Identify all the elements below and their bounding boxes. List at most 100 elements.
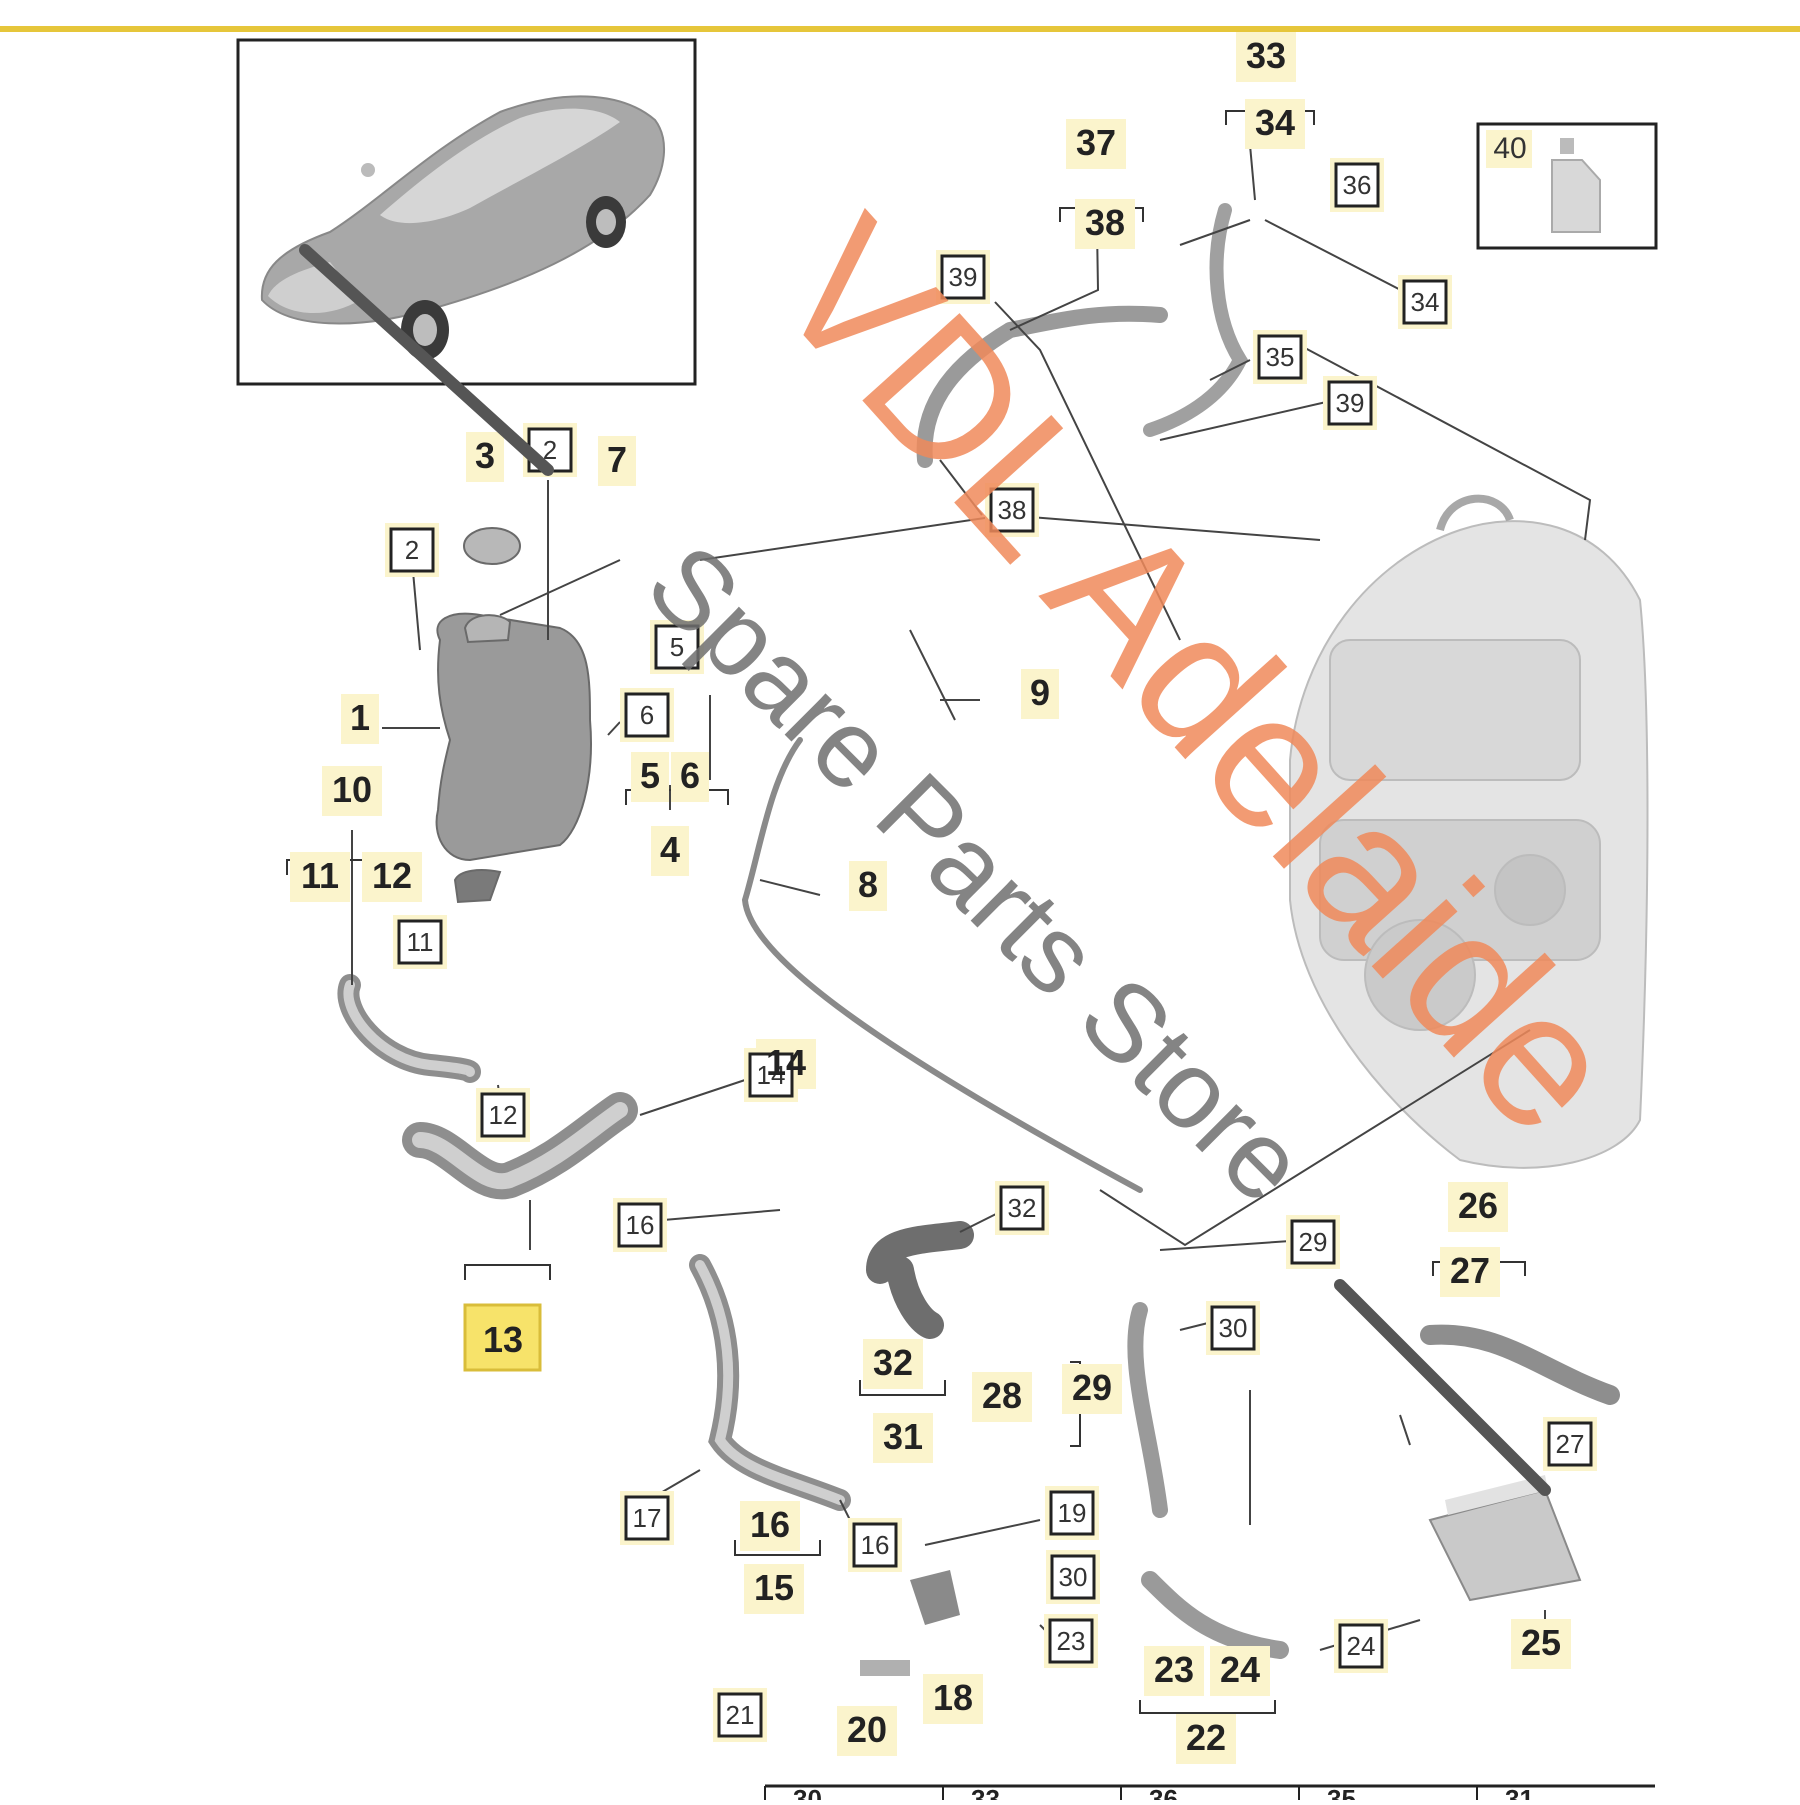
watermark-slash-left [299,244,554,476]
callout-number: 38 [998,495,1027,525]
part-number-9[interactable]: 9 [1030,672,1050,713]
callout-box-38[interactable]: 38 [985,483,1039,537]
callout-frame [1257,334,1303,380]
part-number-15[interactable]: 15 [754,1567,794,1608]
plain-halo-25 [1511,1619,1571,1669]
part-number-34[interactable]: 34 [1255,102,1295,143]
callout-frame [1050,1554,1096,1600]
part-number-10[interactable]: 10 [332,769,372,810]
callout-box-16[interactable]: 16 [848,1518,902,1572]
callout-box-6[interactable]: 6 [620,688,674,742]
part-number-1[interactable]: 1 [350,697,370,738]
boxed-callouts: 2261112161716145393634353938322930271930… [385,158,1597,1742]
callout-box-12[interactable]: 12 [476,1088,530,1142]
hose-36 [1143,203,1249,437]
callout-box-11[interactable]: 11 [393,915,447,969]
callout-number: 29 [1299,1227,1328,1257]
callout-box-32[interactable]: 32 [995,1181,1049,1235]
callout-frame [624,1495,670,1541]
part-number-22[interactable]: 22 [1186,1717,1226,1758]
callout-box-39[interactable]: 39 [1323,376,1377,430]
plain-halo-22 [1176,1714,1236,1764]
part-number-32[interactable]: 32 [873,1342,913,1383]
callout-box-14[interactable]: 14 [744,1048,798,1102]
part-number-33[interactable]: 33 [1246,35,1286,76]
callout-box-36[interactable]: 36 [1330,158,1384,212]
callout-frame [1048,1618,1094,1664]
part-number-11[interactable]: 11 [301,855,339,896]
callout-number: 39 [1336,388,1365,418]
plain-halo-23 [1144,1646,1204,1696]
callout-box-5[interactable]: 5 [650,620,704,674]
part-number-27[interactable]: 27 [1450,1250,1490,1291]
plain-halo-34 [1245,99,1305,149]
callout-box-16[interactable]: 16 [613,1198,667,1252]
hose-32 [866,1221,974,1339]
part-number-3[interactable]: 3 [475,435,495,476]
part-number-37[interactable]: 37 [1076,122,1116,163]
part-number-16[interactable]: 16 [750,1504,790,1545]
callout-box-2[interactable]: 2 [385,523,439,577]
part-number-14[interactable]: 14 [766,1042,806,1083]
callout-frame [654,624,700,670]
callout-frame [717,1692,763,1738]
hose-27 [1420,1324,1620,1405]
plain-halo-20 [837,1706,897,1756]
part-number-8[interactable]: 8 [858,864,878,905]
plain-halo-24 [1210,1646,1270,1696]
part-number-26[interactable]: 26 [1458,1185,1498,1226]
part-number-12[interactable]: 12 [372,855,412,896]
highlight-box [463,1303,542,1372]
callout-frame [852,1522,898,1568]
plain-halo-4 [651,826,689,876]
callout-box-19[interactable]: 19 [1045,1486,1099,1540]
callout-number: 17 [633,1503,662,1533]
part-number-6[interactable]: 6 [680,755,700,796]
part-number-29[interactable]: 29 [1072,1367,1112,1408]
callout-box-17[interactable]: 17 [620,1491,674,1545]
plain-halo-18 [923,1674,983,1724]
top-accent-rule [0,26,1800,32]
callout-box-21[interactable]: 21 [713,1688,767,1742]
part-number-31[interactable]: 31 [883,1416,923,1457]
callout-frame [1547,1421,1593,1467]
part-number-20[interactable]: 20 [847,1709,887,1750]
callout-frame [480,1092,526,1138]
highlighted-part-13[interactable]: 13 [463,1303,542,1372]
part-number-28[interactable]: 28 [982,1375,1022,1416]
plain-halo-29 [1062,1364,1122,1414]
part-number-38[interactable]: 38 [1085,202,1125,243]
plain-halo-8 [849,861,887,911]
plain-halo-12 [362,852,422,902]
coolant-reservoir [435,527,592,904]
callout-box-29[interactable]: 29 [1286,1215,1340,1269]
callout-box-39[interactable]: 39 [936,250,990,304]
plain-halo-7 [598,436,636,486]
callout-box-35[interactable]: 35 [1253,330,1307,384]
plain-label-halos [290,32,1571,1764]
part-number-25[interactable]: 25 [1521,1622,1561,1663]
callout-box-23[interactable]: 23 [1044,1614,1098,1668]
plain-halo-6 [671,752,709,802]
coolant-hoses [337,203,1620,1659]
callout-box-24[interactable]: 24 [1334,1619,1388,1673]
part-number-5[interactable]: 5 [640,755,660,796]
part-40-label: 40 [1493,132,1526,165]
highlight-label: 13 [483,1319,523,1360]
callout-frame [999,1185,1045,1231]
callout-box-34[interactable]: 34 [1398,275,1452,329]
callout-number: 2 [543,435,557,465]
callout-frame [748,1052,794,1098]
callout-box-27[interactable]: 27 [1543,1417,1597,1471]
part-number-24[interactable]: 24 [1220,1649,1260,1690]
callout-number: 30 [1219,1313,1248,1343]
plain-halo-10 [322,766,382,816]
plain-halo-26 [1448,1182,1508,1232]
callout-box-30[interactable]: 30 [1046,1550,1100,1604]
part-number-18[interactable]: 18 [933,1677,973,1718]
part-number-7[interactable]: 7 [607,439,627,480]
callout-box-30[interactable]: 30 [1206,1301,1260,1355]
part-number-4[interactable]: 4 [660,829,680,870]
part-number-23[interactable]: 23 [1154,1649,1194,1690]
callout-frame [1402,279,1448,325]
